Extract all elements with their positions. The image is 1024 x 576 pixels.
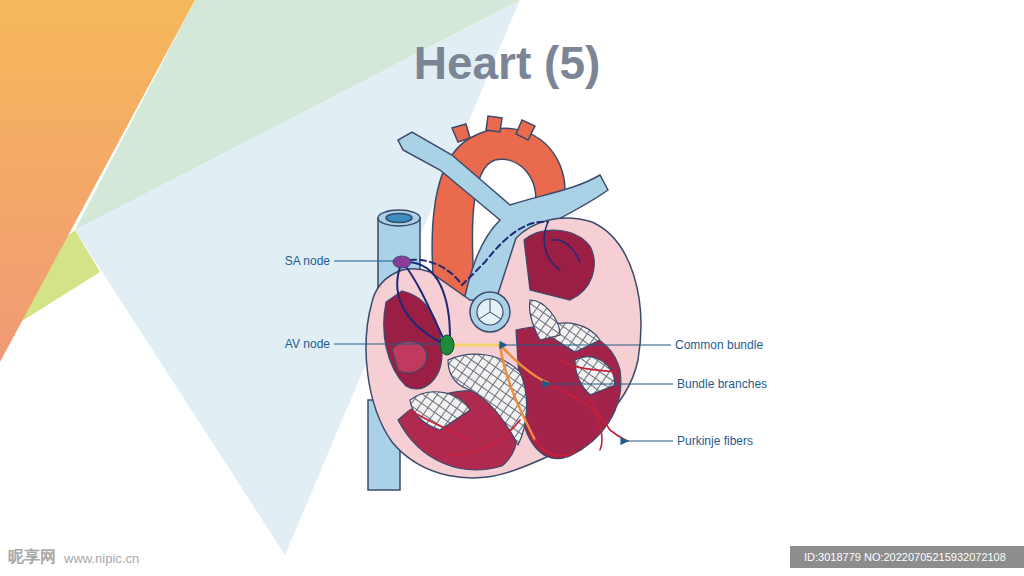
great-vessels (516, 120, 535, 140)
heart-chambers (392, 341, 427, 373)
conduction-pathways (406, 262, 450, 338)
leader-lines (628, 440, 673, 441)
leader-lines (334, 261, 673, 441)
nodes-tissue (440, 335, 454, 355)
conduction-pathways (410, 222, 548, 285)
conduction-pathways (410, 360, 628, 456)
watermark-id: ID:3018779 NO:20220705215932072108 (804, 552, 1006, 563)
background-shapes (0, 0, 195, 362)
valve-ring (470, 292, 510, 332)
background-shapes (790, 546, 1024, 568)
heart-chambers (529, 300, 560, 340)
heart-chambers (575, 357, 615, 395)
leader-lines (550, 383, 673, 384)
conduction-pathways (397, 222, 628, 456)
leader-lines (507, 344, 671, 345)
conduction-pathways (500, 345, 535, 440)
great-vessels (366, 116, 641, 490)
part-label: Common bundle (675, 339, 763, 351)
conduction-pathways (500, 345, 548, 383)
part-label: Purkinje fibers (677, 435, 753, 447)
conduction-pathways (544, 222, 580, 270)
heart-chambers (410, 392, 470, 430)
conduction-pathways (452, 344, 500, 347)
leader-lines (334, 343, 441, 344)
great-vessels (386, 214, 412, 223)
nodes-tissue (393, 256, 411, 268)
great-vessels (366, 218, 641, 478)
valve-ring (477, 299, 503, 325)
heart-chambers (384, 291, 442, 389)
watermark: www.nipic.cn (64, 552, 139, 565)
valve-ring (479, 299, 501, 319)
part-label: SA node (285, 255, 330, 267)
slide-title: Heart (5) (0, 36, 1014, 90)
great-vessels (452, 124, 470, 142)
valve-ring (470, 292, 510, 332)
part-label: Bundle branches (677, 378, 767, 390)
nodes-tissue (393, 256, 454, 355)
great-vessels (378, 210, 420, 226)
leader-lines (334, 260, 396, 261)
great-vessels (486, 116, 502, 132)
part-label: AV node (285, 338, 330, 350)
heart-chambers (384, 230, 621, 470)
conduction-pathways (404, 264, 444, 340)
watermark: 昵享网 (8, 549, 56, 565)
